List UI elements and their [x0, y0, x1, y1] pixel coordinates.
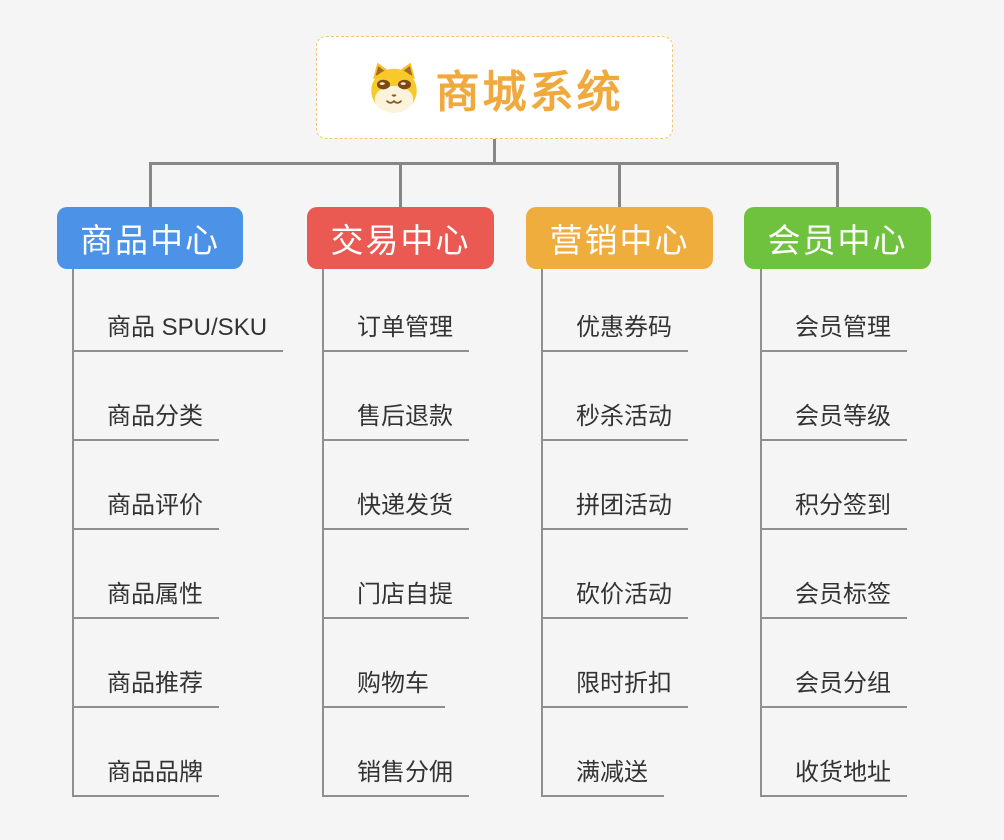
mindmap-item[interactable]: 收货地址 — [760, 759, 907, 797]
connector-drop-marketing — [618, 162, 621, 208]
connector-drop-member — [836, 162, 839, 208]
mindmap-item[interactable]: 拼团活动 — [541, 492, 688, 530]
connector-root-stem — [493, 139, 496, 163]
branch-node-marketing[interactable]: 营销中心 — [526, 207, 713, 269]
trunk-line — [322, 269, 324, 797]
connector-drop-product — [149, 162, 152, 208]
mindmap-item[interactable]: 满减送 — [541, 759, 664, 797]
branch-node-product[interactable]: 商品中心 — [57, 207, 243, 269]
connector-drop-trade — [399, 162, 402, 208]
mindmap-item[interactable]: 门店自提 — [322, 581, 469, 619]
branch-node-member[interactable]: 会员中心 — [744, 207, 931, 269]
mindmap-item[interactable]: 会员标签 — [760, 581, 907, 619]
mindmap-item[interactable]: 会员等级 — [760, 403, 907, 441]
mindmap-item[interactable]: 商品推荐 — [72, 670, 219, 708]
branch-node-trade[interactable]: 交易中心 — [307, 207, 494, 269]
mindmap-item[interactable]: 订单管理 — [322, 314, 469, 352]
mindmap-item[interactable]: 商品属性 — [72, 581, 219, 619]
root-node[interactable]: 商城系统 — [316, 36, 673, 139]
mindmap-item[interactable]: 会员管理 — [760, 314, 907, 352]
trunk-line — [72, 269, 74, 797]
mindmap-item[interactable]: 售后退款 — [322, 403, 469, 441]
mindmap-item[interactable]: 销售分佣 — [322, 759, 469, 797]
mindmap-item[interactable]: 商品 SPU/SKU — [72, 314, 284, 352]
mindmap-item[interactable]: 会员分组 — [760, 670, 907, 708]
trunk-line — [541, 269, 543, 797]
root-title: 商城系统 — [435, 67, 624, 117]
mindmap-item[interactable]: 秒杀活动 — [541, 403, 688, 441]
mindmap-item[interactable]: 商品评价 — [72, 492, 219, 530]
shiba-dog-icon — [370, 62, 417, 113]
mindmap-item[interactable]: 购物车 — [322, 670, 445, 708]
trunk-line — [760, 269, 762, 797]
mindmap-item[interactable]: 商品品牌 — [72, 759, 219, 797]
connector-bus-line — [149, 162, 839, 165]
mindmap-item[interactable]: 优惠券码 — [541, 314, 688, 352]
mindmap-item[interactable]: 积分签到 — [760, 492, 907, 530]
mindmap-item[interactable]: 砍价活动 — [541, 581, 688, 619]
mindmap-item[interactable]: 商品分类 — [72, 403, 219, 441]
mindmap-item[interactable]: 限时折扣 — [541, 670, 688, 708]
mindmap-item[interactable]: 快递发货 — [322, 492, 469, 530]
